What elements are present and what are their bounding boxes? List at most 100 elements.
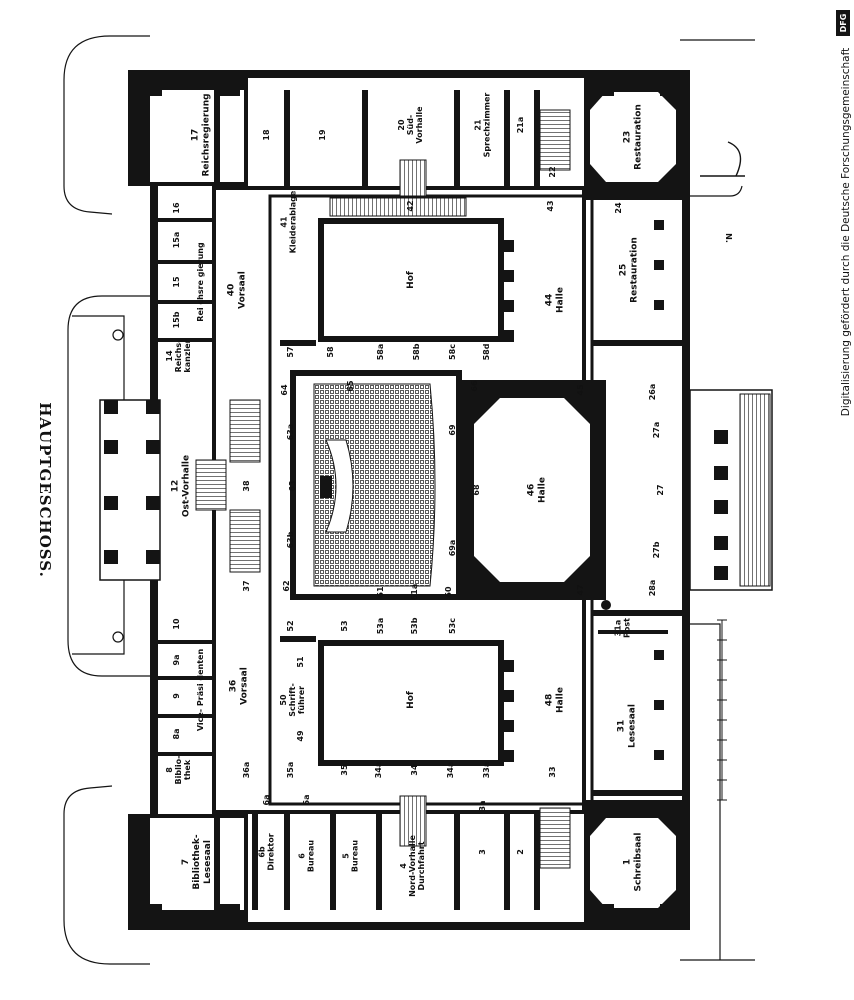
room-label: 36 — [229, 680, 239, 693]
room-label: 27a — [652, 422, 661, 439]
north-arrow: N. — [700, 141, 745, 243]
room-label: 9 — [172, 693, 181, 699]
room-r63b: 63b — [286, 531, 295, 548]
room-label: 65 — [346, 380, 355, 392]
room-label: 31 — [617, 720, 627, 733]
room-r37: 37 — [242, 580, 251, 591]
room-label: führer — [297, 686, 306, 714]
room-label: Bureau — [307, 840, 316, 873]
room-r53c: 53c — [448, 618, 457, 634]
room-r3a: 3a — [478, 801, 487, 812]
room-label: 66 — [470, 380, 479, 392]
room-r53b: 53b — [410, 617, 419, 634]
room-label: 1 — [623, 859, 633, 865]
room-label: Hof — [406, 271, 416, 289]
room-r47: 47 — [576, 584, 585, 595]
room-label: 44 — [545, 294, 555, 307]
room-label: 7 — [181, 859, 191, 865]
room-label: 18 — [262, 129, 271, 141]
room-r34b: 34a — [446, 762, 455, 779]
dfg-logo — [836, 10, 850, 36]
room-r62: 62 — [282, 580, 291, 591]
room-label: 15b — [172, 311, 181, 328]
room-label: 2 — [516, 849, 525, 855]
room-r33: 33 — [548, 766, 557, 777]
room-label: 34a — [446, 762, 455, 779]
room-label: 33a — [482, 762, 491, 779]
room-label: 53b — [410, 617, 419, 634]
room-r26a: 26a — [648, 384, 657, 401]
room-r6b: 6a — [302, 795, 311, 806]
room-label: 43 — [546, 200, 555, 211]
room-label: 21a — [516, 117, 525, 134]
room-label: 46 — [527, 484, 537, 497]
room-label: 40 — [227, 284, 237, 297]
room-r53: 53 — [340, 620, 349, 631]
room-r16: 16 — [172, 202, 181, 214]
room-label: 3a — [478, 801, 487, 812]
room-label: Ost-Vorhalle — [182, 455, 192, 517]
room-r34a: 34a — [374, 762, 383, 779]
room-label: 20 — [397, 119, 406, 131]
room-label: Kleiderablage — [289, 190, 298, 253]
north-arrow-label: N. — [724, 233, 733, 243]
room-r53a: 53a — [376, 618, 385, 635]
room-label: Halle — [556, 287, 566, 313]
room-r49: 49 — [296, 730, 305, 742]
room-r24: 24 — [614, 202, 623, 214]
room-r15: 15 — [172, 276, 181, 288]
room-r52: 52 — [286, 620, 295, 631]
room-label: 41 — [280, 216, 289, 228]
credit-text: Digitalisierung gefördert durch die Deut… — [840, 48, 852, 416]
room-r68: 68 — [472, 484, 481, 496]
scale-bar — [717, 619, 727, 801]
room-r58c: 58c — [448, 344, 457, 360]
room-label: Vorsaal — [238, 271, 248, 309]
room-label: 58b — [412, 343, 421, 360]
room-r3: 3 — [478, 849, 487, 855]
room-r43: 43 — [546, 200, 555, 211]
room-label: 68 — [472, 484, 481, 496]
room-r63: 63 — [288, 480, 297, 491]
room-label: 48 — [545, 694, 555, 707]
room-r27: 27 — [656, 484, 665, 495]
room-label: 25 — [619, 264, 629, 277]
room-label: 49 — [296, 730, 305, 742]
room-label: Vorsaal — [240, 667, 250, 705]
room-label: 27 — [656, 484, 665, 495]
room-label: 51 — [296, 656, 305, 668]
room-label: 42 — [406, 200, 415, 211]
room-r35a: 35a — [286, 762, 295, 779]
room-label: 15 — [172, 276, 181, 288]
room-label: Vice- Präsi denten — [196, 649, 205, 732]
room-r38: 38 — [242, 480, 251, 492]
room-r69a: 69a — [448, 540, 457, 557]
post-marker — [601, 600, 611, 610]
room-label: 21 — [474, 119, 483, 131]
room-label: 31a — [614, 620, 623, 637]
dfg-logo-text: DFG — [839, 14, 848, 33]
room-label: Süd- — [406, 115, 415, 136]
room-label: 27b — [652, 541, 661, 558]
room-r61: 61 — [376, 586, 385, 598]
room-r19: 19 — [318, 129, 327, 141]
room-r8a: 8a — [172, 729, 181, 740]
room-label: 6 — [298, 853, 307, 859]
room-r58: 58 — [326, 346, 335, 358]
room-label: 57 — [286, 346, 295, 357]
